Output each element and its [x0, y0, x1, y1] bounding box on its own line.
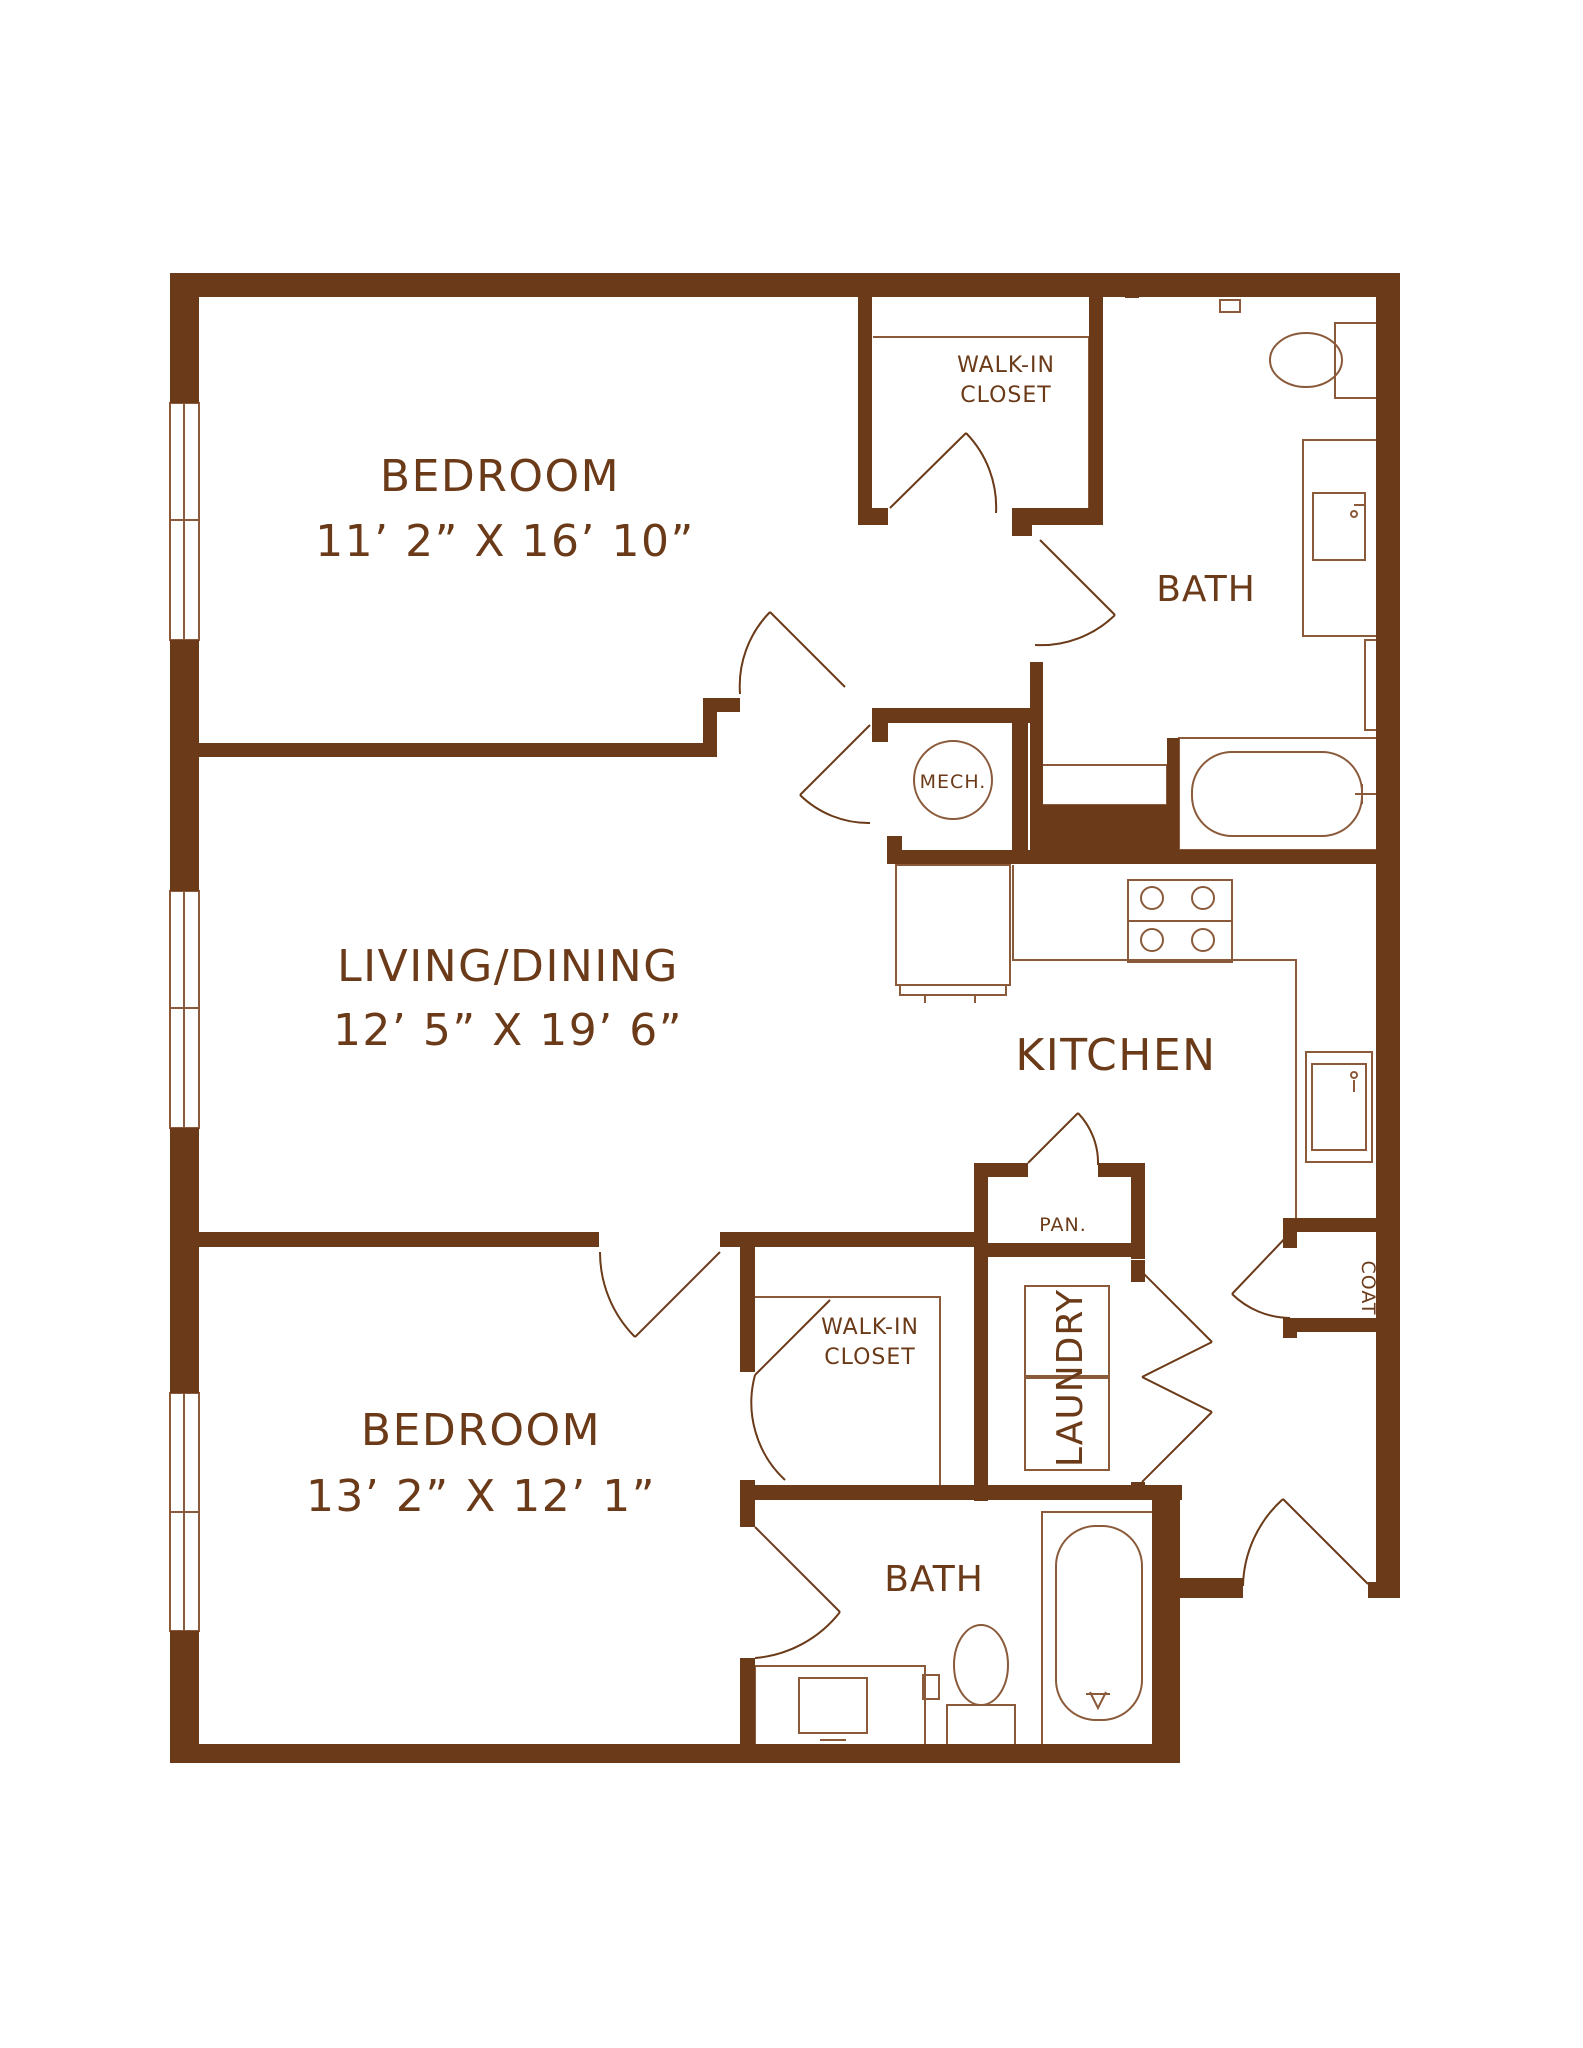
kitchen-counter — [1012, 865, 1297, 1232]
kitchen-sink-icon — [1305, 1051, 1373, 1163]
pantry-label: PAN. — [1039, 1214, 1087, 1236]
coat-label: COAT — [1357, 1260, 1379, 1315]
door-pantry — [1027, 1112, 1100, 1166]
doors — [598, 432, 1369, 1659]
bedroom1-name: BEDROOM — [380, 451, 620, 502]
vanity-sink-icon — [1302, 439, 1378, 637]
bedroom1-dims: 11’ 2” X 16’ 10” — [315, 516, 695, 567]
door-mech — [799, 724, 871, 825]
window-bottom — [169, 1392, 200, 1632]
door-bedroom1 — [738, 611, 846, 695]
bath1-name: BATH — [1156, 569, 1256, 610]
bedroom2-dims: 13’ 2” X 12’ 1” — [306, 1471, 656, 1522]
closet1-line1: WALK-IN — [957, 353, 1055, 378]
bedroom2-name: BEDROOM — [361, 1405, 601, 1456]
living-name: LIVING/DINING — [337, 941, 679, 992]
door-closet1 — [889, 432, 998, 514]
bath-ledge — [1041, 764, 1168, 806]
mech-label: MECH. — [920, 771, 987, 793]
door-coat — [1231, 1232, 1291, 1319]
door-bath2 — [754, 1526, 841, 1659]
toilet2-icon — [922, 1624, 1016, 1748]
bath2-name: BATH — [884, 1559, 984, 1600]
labels: BEDROOM 11’ 2” X 16’ 10” LIVING/DINING 1… — [306, 353, 1379, 1600]
closet1-line2: CLOSET — [960, 383, 1051, 408]
door-entry — [1242, 1498, 1369, 1587]
door-laundry — [1141, 1271, 1213, 1483]
stove-icon — [1127, 879, 1233, 963]
washer-dryer-icon — [1024, 1285, 1110, 1471]
bathtub-icon — [1178, 737, 1378, 851]
closet2-line1: WALK-IN — [821, 1315, 919, 1340]
door-bedroom2 — [598, 1251, 721, 1338]
closet2-line2: CLOSET — [824, 1345, 915, 1370]
towel-bar-icon — [1364, 639, 1378, 731]
vanity2-sink-icon — [754, 1665, 926, 1747]
door-bath1 — [1034, 539, 1116, 647]
toilet-icon — [1219, 299, 1378, 399]
kitchen-name: KITCHEN — [1015, 1030, 1216, 1081]
closet-shelf-bottom — [755, 1296, 941, 1497]
walls — [170, 273, 1400, 1763]
window-top — [169, 402, 200, 641]
mech-unit-icon — [913, 740, 993, 820]
bathtub2-icon — [1041, 1511, 1155, 1747]
laundry-label: LAUNDRY — [1050, 1289, 1091, 1467]
living-dims: 12’ 5” X 19’ 6” — [333, 1005, 683, 1056]
window-middle — [169, 890, 200, 1129]
refrigerator-icon — [895, 864, 1011, 1003]
door-closet2 — [750, 1299, 831, 1481]
fixtures — [169, 299, 1378, 1748]
